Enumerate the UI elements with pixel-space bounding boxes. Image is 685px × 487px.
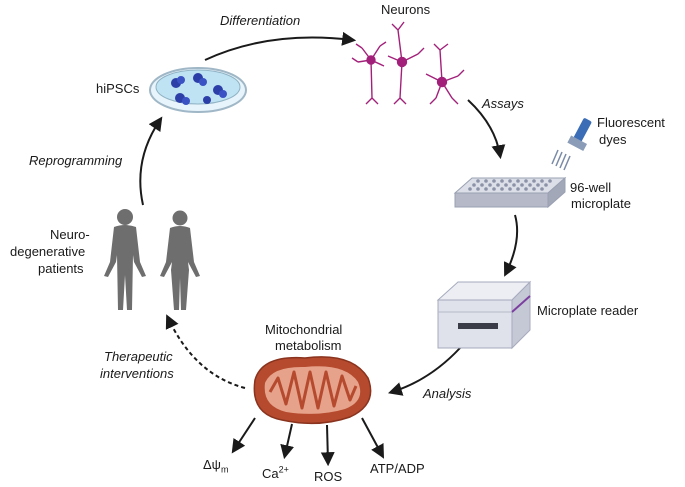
arrow-plate-to-reader xyxy=(503,214,519,277)
arrow-analysis xyxy=(387,347,461,396)
dpsi-text: Δψ xyxy=(203,457,221,472)
label-output-ros: ROS xyxy=(314,469,343,484)
label-96-well: 96-well xyxy=(570,180,612,195)
label-reprogramming: Reprogramming xyxy=(29,153,123,168)
label-fluorescent: Fluorescent xyxy=(597,115,665,130)
label-assays: Assays xyxy=(482,96,524,111)
label-mito-line2: metabolism xyxy=(275,338,342,353)
neurons-icon xyxy=(351,21,465,105)
label-patients: patients xyxy=(38,261,84,276)
arrow-differentiation xyxy=(204,31,357,61)
label-neuro: Neuro- xyxy=(50,227,90,242)
label-differentiation: Differentiation xyxy=(220,13,301,28)
pipette-icon xyxy=(551,118,592,171)
arrow-output-ca xyxy=(280,423,294,460)
label-analysis: Analysis xyxy=(423,386,472,401)
label-output-dpsi: Δψm xyxy=(203,457,229,475)
ca-text: Ca xyxy=(262,466,279,481)
microplate-icon xyxy=(453,176,567,209)
label-output-atp-adp: ATP/ADP xyxy=(370,461,425,476)
label-therapeutic-line2: interventions xyxy=(100,366,174,381)
arrow-reprogramming xyxy=(139,116,163,206)
patients-icon xyxy=(104,209,200,310)
arrow-output-dpsi xyxy=(231,417,256,454)
label-microplate: microplate xyxy=(571,196,631,211)
label-mito-line1: Mitochondrial xyxy=(265,322,343,337)
label-degenerative: degenerative xyxy=(10,244,86,259)
microplate-reader-icon xyxy=(436,280,532,350)
arrow-therapeutic xyxy=(165,314,246,389)
petri-dish-icon xyxy=(149,67,247,113)
dpsi-subscript: m xyxy=(220,464,229,475)
label-therapeutic-line1: Therapeutic xyxy=(104,349,173,364)
ca-superscript: 2+ xyxy=(278,464,289,475)
label-output-ca: Ca2+ xyxy=(262,464,289,482)
label-microplate-reader: Microplate reader xyxy=(537,303,639,318)
male-figure-icon xyxy=(104,209,146,310)
label-neurons: Neurons xyxy=(381,2,431,17)
arrow-output-ros xyxy=(320,424,335,467)
label-hipscs: hiPSCs xyxy=(96,81,140,96)
arrow-output-atp xyxy=(361,417,384,459)
female-figure-icon xyxy=(160,210,200,310)
arrow-assays xyxy=(467,99,506,160)
label-dyes: dyes xyxy=(599,132,627,147)
mitochondrion-icon xyxy=(253,356,372,425)
